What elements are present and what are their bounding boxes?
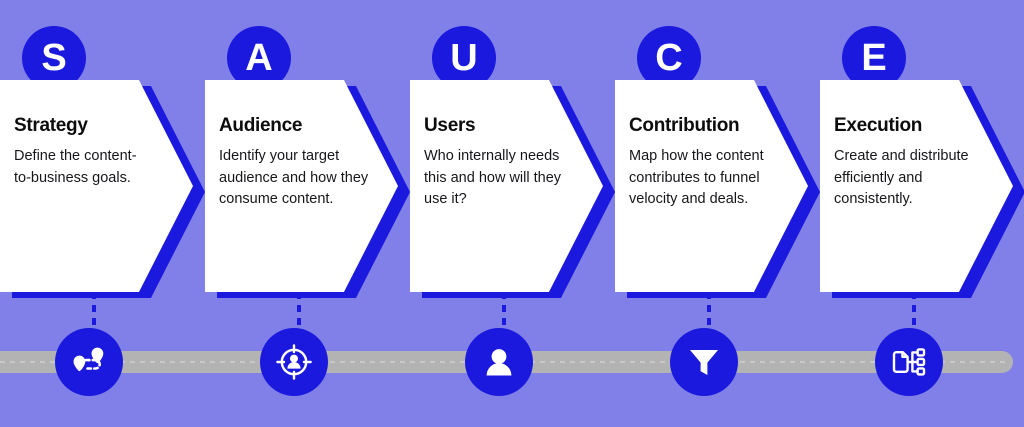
step-users[interactable]: U Users Who internally needs this and ho… [410, 0, 615, 427]
step-badge-letter: C [637, 26, 701, 90]
card-title: Contribution [629, 115, 740, 136]
step-card[interactable]: Contribution Map how the content contrib… [615, 80, 820, 298]
step-card[interactable]: Execution Create and distribute efficien… [820, 80, 1024, 298]
step-card[interactable]: Users Who internally needs this and how … [410, 80, 615, 298]
step-connector [297, 292, 301, 328]
target-person-icon [274, 342, 314, 382]
card-description: Map how the content contributes to funne… [629, 147, 764, 208]
card-description: Identify your target audience and how th… [219, 147, 369, 208]
card-description: Create and distribute efficiently and co… [834, 147, 969, 208]
card-title: Strategy [14, 115, 88, 136]
step-badge-letter: A [227, 26, 291, 90]
step-badge-letter: E [842, 26, 906, 90]
card-description: Who internally needs this and how will t… [424, 147, 562, 208]
step-audience[interactable]: A Audience Identify your target audience… [205, 0, 410, 427]
step-icon-bubble[interactable] [875, 328, 943, 396]
card-title: Execution [834, 115, 923, 136]
step-execution[interactable]: E Execution Create and distribute effici… [820, 0, 1024, 427]
step-connector [92, 292, 96, 328]
route-map-pins-icon [69, 342, 109, 382]
step-connector [707, 292, 711, 328]
card-title: Users [424, 115, 476, 136]
card-title: Audience [219, 115, 303, 136]
user-icon [479, 342, 519, 382]
funnel-icon [685, 343, 723, 381]
step-badge-letter: S [22, 26, 86, 90]
step-connector [912, 292, 916, 328]
card-description: Define the content-to-business goals. [14, 147, 137, 186]
file-distribute-icon [889, 342, 929, 382]
step-icon-bubble[interactable] [55, 328, 123, 396]
step-icon-bubble[interactable] [670, 328, 738, 396]
step-card[interactable]: Audience Identify your target audience a… [205, 80, 410, 298]
step-contribution[interactable]: C Contribution Map how the content contr… [615, 0, 820, 427]
step-card[interactable]: Strategy Define the content-to-business … [0, 80, 205, 298]
step-badge-letter: U [432, 26, 496, 90]
step-connector [502, 292, 506, 328]
step-icon-bubble[interactable] [465, 328, 533, 396]
step-icon-bubble[interactable] [260, 328, 328, 396]
step-strategy[interactable]: S Strategy Define the content-to-busines… [0, 0, 205, 427]
